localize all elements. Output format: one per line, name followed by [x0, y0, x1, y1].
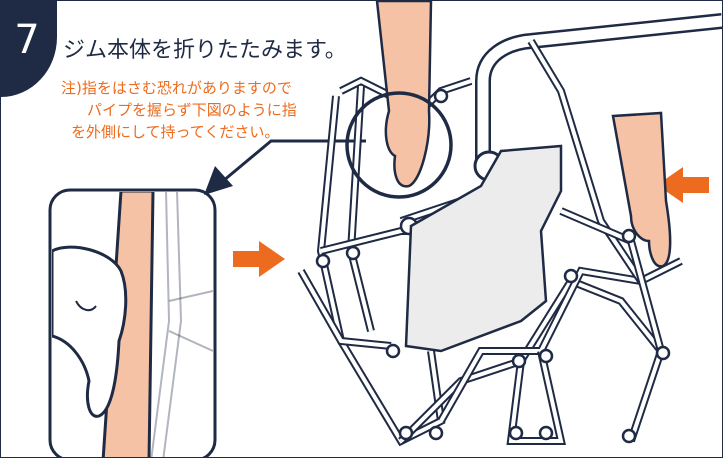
fabric-panel	[404, 144, 563, 353]
right-hand	[611, 111, 672, 268]
detail-inset	[48, 188, 217, 457]
gym-frame	[297, 13, 722, 447]
step-number: 7	[14, 17, 40, 63]
callout-pointer	[204, 139, 366, 195]
caution-line-3: を外側にして持ってください。	[71, 123, 280, 141]
caution-note: 注)指をはさむ恐れがありますので パイプを握らず下図のように指 を外側にして持っ…	[61, 77, 297, 143]
caution-line-2: パイプを握らず下図のように指	[87, 101, 297, 119]
caution-line-1: 注)指をはさむ恐れがありますので	[61, 79, 292, 97]
push-arrow-right	[657, 167, 709, 203]
step-title: ジム本体を折りたたみます。	[63, 38, 347, 63]
detail-circle	[345, 91, 453, 199]
push-arrow-left	[233, 241, 285, 277]
